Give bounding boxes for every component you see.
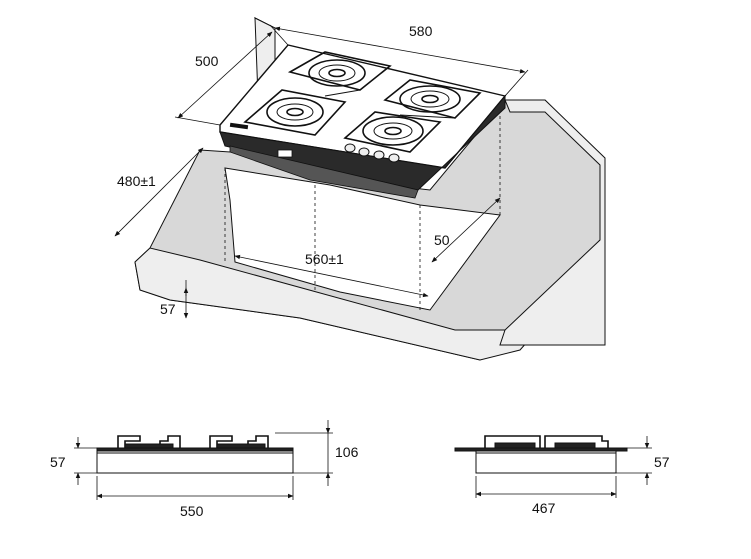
extension-line	[504, 69, 529, 97]
dim-label-560: 560±1	[305, 251, 344, 267]
dim-label-550: 550	[180, 503, 204, 519]
dim-label-500: 500	[195, 53, 219, 69]
dim-line-580	[274, 26, 526, 74]
pan-support-side-right	[544, 435, 609, 448]
dim-label-57-side: 57	[654, 454, 670, 470]
dim-label-467: 467	[532, 500, 556, 516]
side-elevation: 57 467	[454, 435, 670, 516]
dim-label-57-counter: 57	[160, 301, 176, 317]
front-elevation: 57 106 550	[50, 420, 359, 519]
hob-body-underside	[229, 145, 419, 199]
dim-label-480: 480±1	[117, 173, 156, 189]
hob-body-side	[475, 450, 617, 474]
dim-label-57-front: 57	[50, 454, 66, 470]
cabinet-side-panel	[499, 99, 606, 346]
hob-body-front	[96, 450, 294, 474]
isometric-view: 580 500 480±1 560±1 50 57	[114, 17, 606, 361]
dim-line-50	[431, 197, 501, 263]
control-knobs	[344, 143, 400, 163]
dim-label-50: 50	[434, 232, 450, 248]
pan-support-left	[117, 435, 181, 448]
grate-divider	[399, 114, 456, 119]
rating-label	[277, 149, 293, 158]
grate-divider	[324, 89, 361, 97]
burner-cap-side-right	[554, 442, 596, 449]
burner-rear-right	[383, 79, 482, 119]
pan-support-side-left	[484, 435, 541, 448]
dim-line-500	[177, 31, 273, 119]
dim-label-580: 580	[409, 23, 433, 39]
extension-line	[174, 116, 221, 126]
hob-body	[219, 94, 506, 191]
dim-label-106: 106	[335, 444, 359, 460]
pan-support-right	[209, 435, 269, 448]
brand-plate	[229, 122, 249, 130]
dim-line-560	[234, 254, 429, 298]
extension-line	[269, 24, 289, 46]
burner-cap-side-left	[494, 442, 536, 449]
burner-front-right	[343, 111, 442, 153]
dim-line-480	[114, 147, 204, 237]
